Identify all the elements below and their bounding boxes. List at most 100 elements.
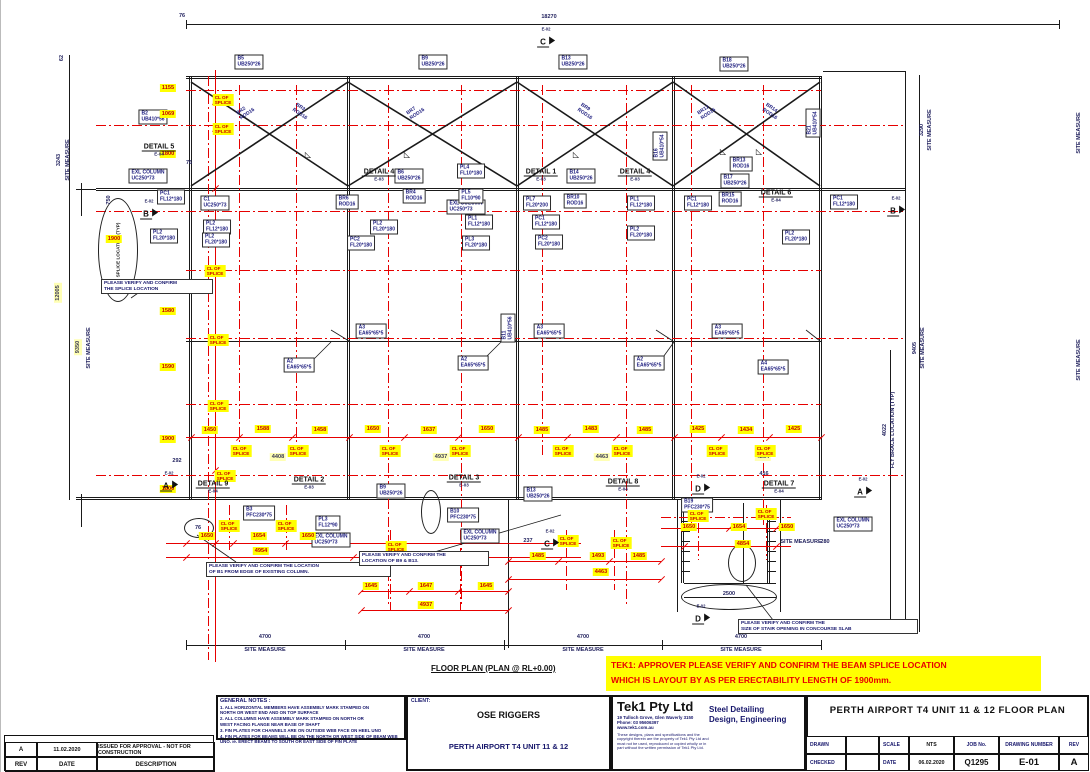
job-label-cell: JOB No. xyxy=(954,736,999,754)
beam-size: EA65*65*5 xyxy=(460,362,486,368)
detail-name: DETAIL 1 xyxy=(523,168,559,177)
revision-rev: A xyxy=(5,742,37,757)
dimension-line xyxy=(361,591,508,592)
beam-size: UB410*54 xyxy=(812,111,818,135)
section-sheet-ref: E-02 xyxy=(545,528,555,534)
structure-line xyxy=(345,640,346,650)
beam-size: FL12*180 xyxy=(468,221,490,227)
structure-line xyxy=(186,20,187,29)
dimension-value-highlighted: 1485 xyxy=(529,552,547,560)
structure-line xyxy=(81,183,82,216)
leader-line xyxy=(655,329,674,342)
beam-size: FL12*90 xyxy=(318,522,338,528)
beam-size: UB250*26 xyxy=(722,63,746,69)
structure-line xyxy=(767,561,776,562)
beam-mark: BR15 xyxy=(721,192,735,199)
section-letter: C xyxy=(541,540,553,550)
beam-mark: PL2 xyxy=(785,230,795,237)
job-number-value: Q1295 xyxy=(964,758,989,767)
dimension-text: 2500 xyxy=(722,591,736,597)
beam-size: UB250*26 xyxy=(421,61,445,67)
section-sheet-ref: E-02 xyxy=(144,198,154,204)
copyright-text: These designs, plans and specifications … xyxy=(617,731,709,751)
dimension-value-highlighted: 1654 xyxy=(250,532,268,540)
company-box: Tek1 Pty Ltd 19 Tulloch Grove, Glen Wave… xyxy=(611,695,806,771)
drawing-number-label-cell: DRAWING NUMBER xyxy=(999,736,1059,754)
section-sheet-ref: E-02 xyxy=(164,470,174,476)
structure-line xyxy=(919,75,920,632)
fly-brace-icon: ◺ xyxy=(403,150,411,159)
drawing-title: PERTH AIRPORT T4 UNIT 11 & 12 FLOOR PLAN xyxy=(829,705,1066,716)
beam-mark: C1 xyxy=(203,196,210,203)
beam-size: UC250*73 xyxy=(463,535,487,541)
beam-size: FL12*180 xyxy=(535,221,557,227)
structure-line xyxy=(186,24,1060,25)
approver-note-line2: WHICH IS LAYOUT BY AS PER ERECTABILITY L… xyxy=(611,675,892,685)
detail-sheet-ref: E-04 xyxy=(774,488,784,494)
beam-size: FL20*180 xyxy=(205,239,227,245)
detail-sheet-ref: E-03 xyxy=(374,176,384,182)
services-line2: Design, Engineering xyxy=(709,715,787,724)
drawn-value-cell xyxy=(846,736,879,754)
checked-label-cell: CHECKED xyxy=(806,754,846,771)
detail-name: DETAIL 6 xyxy=(758,189,794,198)
centerline xyxy=(698,505,699,560)
scale-label-cell: SCALE xyxy=(879,736,909,754)
structure-line xyxy=(819,76,822,500)
dimension-value-highlighted: 1650 xyxy=(478,425,496,433)
beam-size: FL12*180 xyxy=(687,202,709,208)
detail-sheet-ref: E-03 xyxy=(536,176,546,182)
cl-of-splice-label: CL OF SPLICE xyxy=(552,445,574,457)
dimension-text: SITE MEASURE xyxy=(780,539,822,545)
dimension-text: 750 xyxy=(106,195,112,205)
structure-line xyxy=(516,76,519,500)
dimension-value-highlighted: 4954 xyxy=(252,547,270,555)
revision-cloud-text: SPLICE LOCATION (TYP) xyxy=(115,222,121,278)
revision-rev-header: REV xyxy=(5,757,37,772)
beam-mark: A4 xyxy=(760,360,768,367)
beam-size: FL20*200 xyxy=(526,202,548,208)
leader-line xyxy=(805,329,821,342)
structure-line xyxy=(186,76,821,79)
revision-description: ISSUED FOR APPROVAL - NOT FOR CONSTRUCTI… xyxy=(97,742,215,757)
beam-mark: B2 xyxy=(141,110,148,117)
dimension-text: SITE MEASURE xyxy=(927,109,933,151)
beam-mark: PC1 xyxy=(535,215,545,222)
centerline xyxy=(239,85,240,455)
beam-mark: PL2 xyxy=(206,220,216,227)
client-project: PERTH AIRPORT T4 UNIT 11 & 12 xyxy=(448,742,569,751)
beam-mark: B5 xyxy=(237,55,244,62)
beam-mark: PC1 xyxy=(687,196,697,203)
beam-mark: EXL COLUMN xyxy=(463,529,497,536)
section-sheet-ref: E-02 xyxy=(541,26,551,32)
scale-label: SCALE xyxy=(883,742,900,748)
company-website[interactable]: www.tek1.com.au xyxy=(617,725,654,731)
cl-of-splice-label: CL OF SPLICE xyxy=(611,445,633,457)
client-name: OSE RIGGERS xyxy=(476,710,540,720)
general-note-3: 3. FIN PLATES FOR CHANNELS ARE ON OUTSID… xyxy=(220,727,382,733)
cl-of-splice-label: CL OF SPLICE xyxy=(212,123,234,135)
revision-header-row: REV DATE DESCRIPTION xyxy=(5,757,215,772)
structure-line xyxy=(504,640,505,650)
dimension-text: 292 xyxy=(172,458,182,464)
verify-note: PLEASE VERIFY AND CONFIRM THE LOCATION O… xyxy=(359,551,489,567)
beam-mark: PL2 xyxy=(630,226,640,233)
dimension-text: FLY BRACE LOCATION (TYP) xyxy=(890,391,896,469)
structure-line xyxy=(767,521,776,522)
